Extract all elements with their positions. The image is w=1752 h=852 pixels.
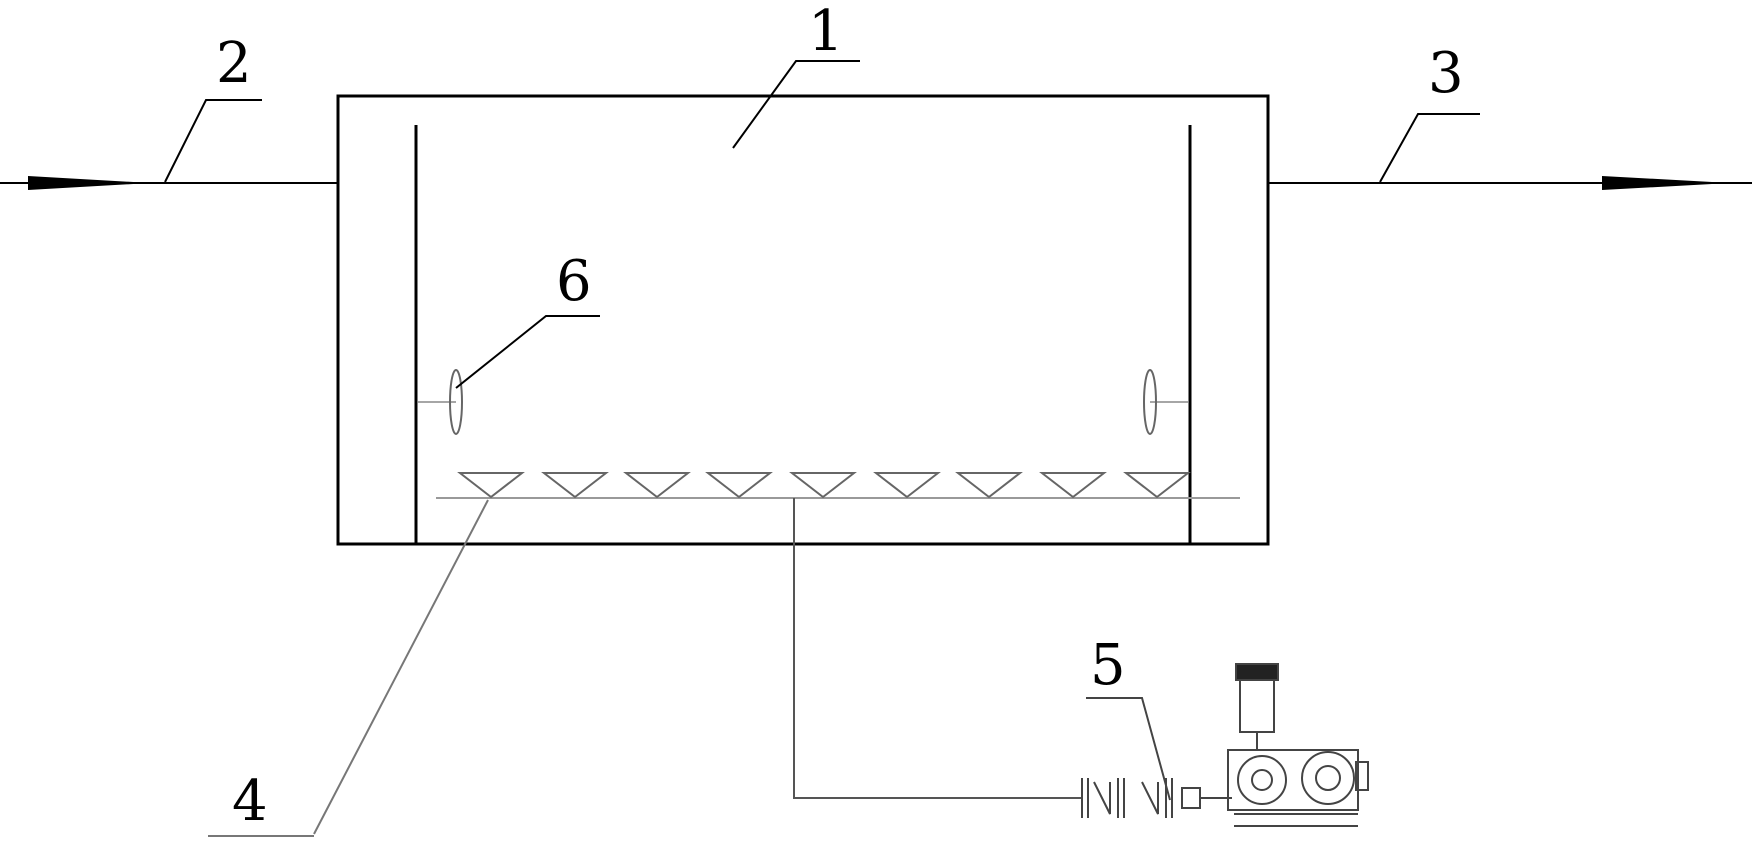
mixer-left	[418, 369, 463, 435]
leader-6	[455, 315, 600, 389]
diffuser	[457, 472, 525, 499]
mixer-right	[1143, 369, 1188, 435]
diffuser	[705, 472, 773, 499]
inlet-pipe	[0, 176, 338, 190]
leader-2	[164, 99, 262, 183]
label-mixer: 6	[556, 249, 592, 314]
label-tank: 1	[808, 0, 844, 64]
label-outlet: 3	[1428, 41, 1464, 106]
label-blower: 5	[1090, 633, 1126, 698]
diffuser	[1123, 472, 1191, 499]
leader-3	[1379, 113, 1480, 183]
label-inlet: 2	[216, 31, 252, 96]
diffuser-row	[436, 472, 1240, 499]
tank	[336, 94, 1270, 546]
outlet-pipe	[1268, 176, 1752, 190]
leader-4	[313, 499, 489, 835]
leader-5	[1086, 697, 1171, 801]
diffuser	[873, 472, 941, 499]
diffuser	[1039, 472, 1107, 499]
blower	[1081, 663, 1369, 827]
diffuser	[623, 472, 691, 499]
diffuser	[541, 472, 609, 499]
diffuser	[789, 472, 857, 499]
label-diffusers: 4	[232, 769, 268, 834]
air-pipe	[793, 498, 1082, 799]
leader-1	[732, 60, 860, 149]
leader-lines	[164, 60, 1480, 837]
diffuser	[955, 472, 1023, 499]
